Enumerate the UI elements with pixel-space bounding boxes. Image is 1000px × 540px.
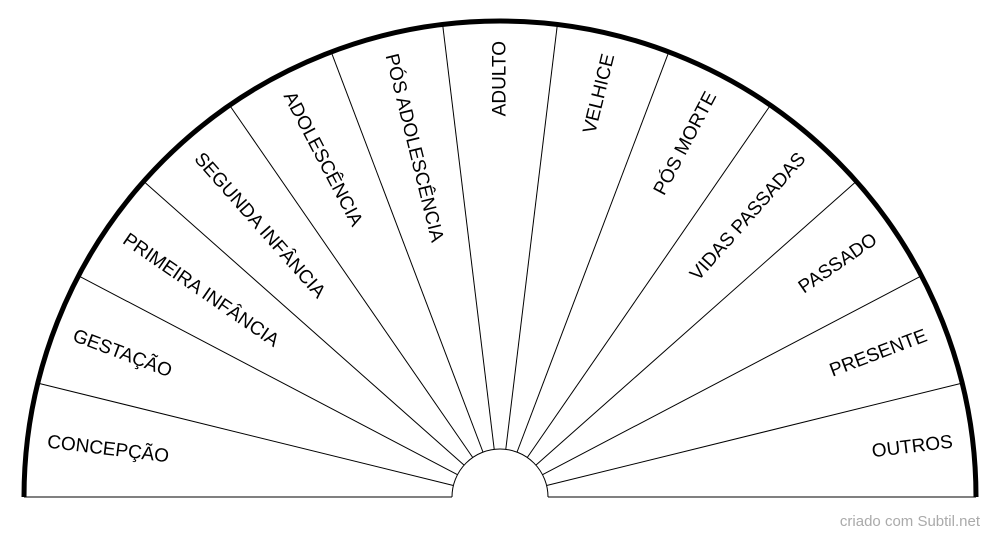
segment-label: OUTROS — [871, 432, 954, 463]
segment-dividers — [37, 24, 963, 486]
segment-divider — [505, 24, 558, 450]
segment-label: ADOLESCÊNCIA — [279, 88, 368, 230]
segment-divider — [542, 275, 922, 476]
segment-divider — [229, 104, 474, 458]
segment-label: VELHICE — [579, 52, 619, 136]
inner-arc — [451, 448, 549, 498]
segment-divider — [78, 275, 458, 476]
segment-label: CONCEPÇÃO — [46, 431, 170, 468]
segment-divider — [535, 180, 857, 466]
segment-label: VIDAS PASSADAS — [686, 149, 810, 285]
segment-label: ADULTO — [490, 41, 511, 116]
segment-divider — [330, 51, 484, 453]
segment-divider — [37, 382, 454, 486]
segment-label: SEGUNDA INFÂNCIA — [190, 148, 331, 303]
segment-label: PASSADO — [795, 229, 881, 298]
outer-arc — [21, 18, 979, 498]
segment-divider — [546, 382, 963, 486]
segment-label: GESTAÇÃO — [70, 325, 175, 383]
segment-divider — [143, 180, 465, 466]
segment-label: PÓS MORTE — [649, 88, 721, 199]
segment-divider — [442, 24, 495, 450]
credit-text: criado com Subtil.net — [839, 513, 980, 530]
segment-divider — [516, 51, 670, 453]
segment-label: PÓS ADOLESCÊNCIA — [381, 51, 449, 244]
segment-divider — [526, 104, 771, 458]
segment-label: PRIMEIRA INFÂNCIA — [119, 228, 284, 351]
segment-label: PRESENTE — [827, 325, 930, 381]
